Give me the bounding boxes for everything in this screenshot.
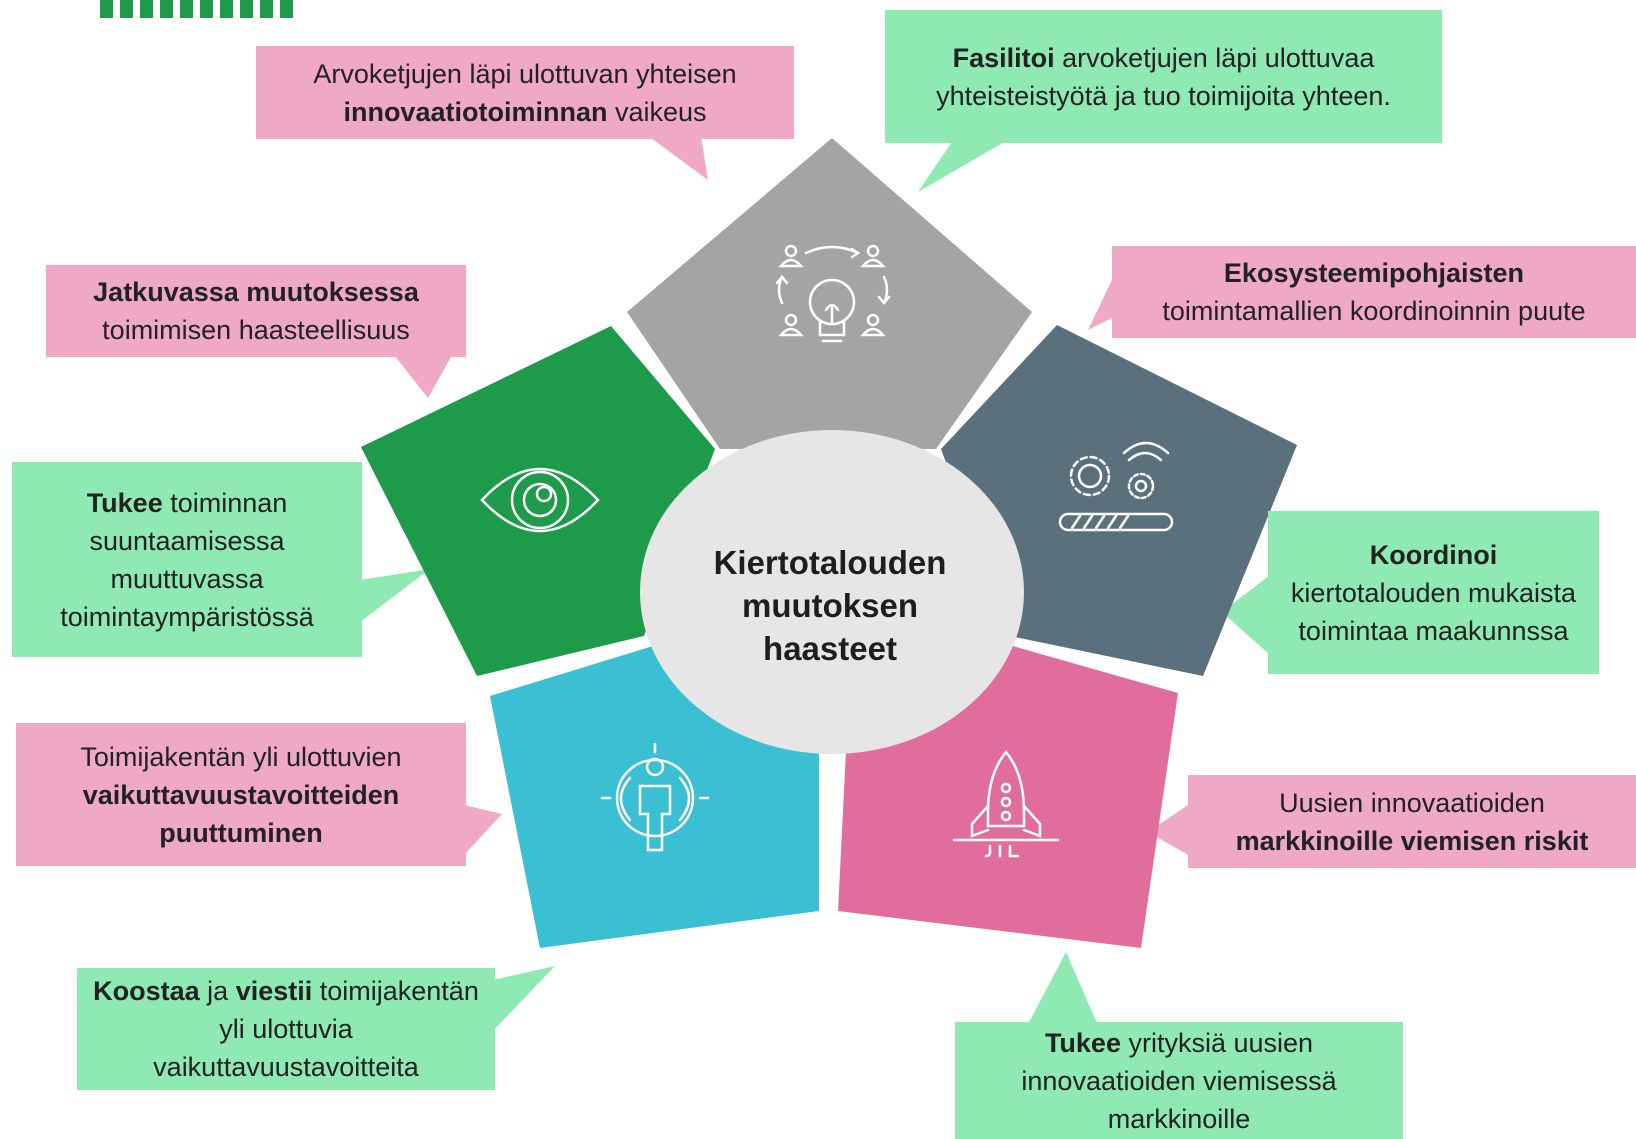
- callout-c6-text: yrityksiä uusien innovaatioiden viemises…: [1021, 1027, 1337, 1134]
- callout-c5-text: Uusien innovaatioiden: [1279, 787, 1545, 818]
- center-line-3: haasteet: [763, 629, 897, 667]
- callout-c8-bold: vaikuttavuustavoitteiden puuttuminen: [82, 779, 400, 848]
- callout-c7: Koostaa ja viestii toimijakentän yli ulo…: [77, 968, 495, 1090]
- callout-c3-bold: Ekosysteemipohjaisten: [1223, 258, 1525, 288]
- callout-c5: Uusien innovaatioiden markkinoille viemi…: [1188, 775, 1636, 868]
- callout-c4: Koordinoi kiertotalouden mukaista toimin…: [1268, 511, 1599, 674]
- callout-c6: Tukee yrityksiä uusien innovaatioiden vi…: [955, 1022, 1403, 1139]
- callout-c5-bold: markkinoille viemisen riskit: [1235, 825, 1589, 856]
- callout-c7-mid: ja: [199, 976, 236, 1006]
- segment-left: [361, 326, 715, 676]
- callout-c1-text-end: vaikeus: [607, 96, 707, 127]
- logo-bars: [100, 0, 293, 18]
- callout-c2-text: arvoketjujen läpi ulottuvaa yhteisteisty…: [936, 42, 1391, 111]
- callout-c2: Fasilitoi arvoketjujen läpi ulottuvaa yh…: [885, 10, 1442, 143]
- callout-tail-c1: [640, 130, 708, 180]
- callout-c10-text: toimimisen haasteellisuus: [102, 315, 410, 345]
- rocket-icon: [952, 750, 1060, 858]
- callout-c7-text: toimijakentän yli ulottuvia vaikuttavuus…: [153, 976, 479, 1082]
- callout-c3: Ekosysteemipohjaisten toimintamallien ko…: [1112, 246, 1636, 338]
- callout-tail-c9: [360, 569, 430, 622]
- center-line-2: muutoksen: [741, 586, 919, 624]
- eye-icon: [480, 467, 600, 533]
- center-title: Kiertotalouden muutoksen haasteet: [640, 490, 1020, 720]
- segment-top: [627, 138, 1032, 449]
- callout-c9-bold: Tukee: [86, 487, 163, 518]
- callout-tail-c8: [464, 805, 502, 855]
- callout-c10: Jatkuvassa muutoksessa toimimisen haaste…: [46, 265, 466, 357]
- callout-c2-bold: Fasilitoi: [952, 42, 1055, 73]
- callout-tail-c3: [1088, 280, 1112, 330]
- callout-tail-c10: [390, 350, 455, 398]
- callout-c4-bold: Koordinoi: [1369, 539, 1498, 570]
- callout-c8-text: Toimijakentän yli ulottuvien: [80, 741, 402, 772]
- callout-c1-bold: innovaatiotoiminnan: [343, 96, 608, 127]
- center-circle: [640, 430, 1024, 754]
- center-line-1: Kiertotalouden: [713, 543, 947, 581]
- callout-c7-bold-2: viestii: [235, 976, 313, 1006]
- callout-tail-c6: [1025, 952, 1100, 1030]
- person-target-icon: [600, 742, 710, 852]
- callout-c3-text: toimintamallien koordinoinnin puute: [1162, 296, 1586, 326]
- callout-c1-text: Arvoketjujen läpi ulottuvan yhteisen: [313, 58, 737, 89]
- callout-c1: Arvoketjujen läpi ulottuvan yhteisen inn…: [256, 46, 794, 139]
- callout-c10-bold: Jatkuvassa muutoksessa: [93, 277, 419, 307]
- callout-c7-bold: Koostaa: [93, 976, 200, 1006]
- callout-tail-c4: [1222, 575, 1270, 655]
- segment-right: [941, 325, 1297, 676]
- callout-c8: Toimijakentän yli ulottuvien vaikuttavuu…: [16, 723, 466, 866]
- callout-tail-c7: [492, 966, 555, 1032]
- callout-tail-c2: [918, 130, 1025, 192]
- callout-c6-bold: Tukee: [1044, 1027, 1121, 1058]
- callout-c9-text: toiminnan suuntaamisessa muuttuvassa toi…: [60, 487, 314, 632]
- gears-progress-icon: [1058, 441, 1174, 532]
- callout-c9: Tukee toiminnan suuntaamisessa muuttuvas…: [12, 462, 362, 657]
- lightbulb-collaboration-icon: [775, 244, 891, 343]
- callout-tail-c5: [1148, 805, 1188, 855]
- callout-c4-text: kiertotalouden mukaista toimintaa maakun…: [1290, 577, 1577, 646]
